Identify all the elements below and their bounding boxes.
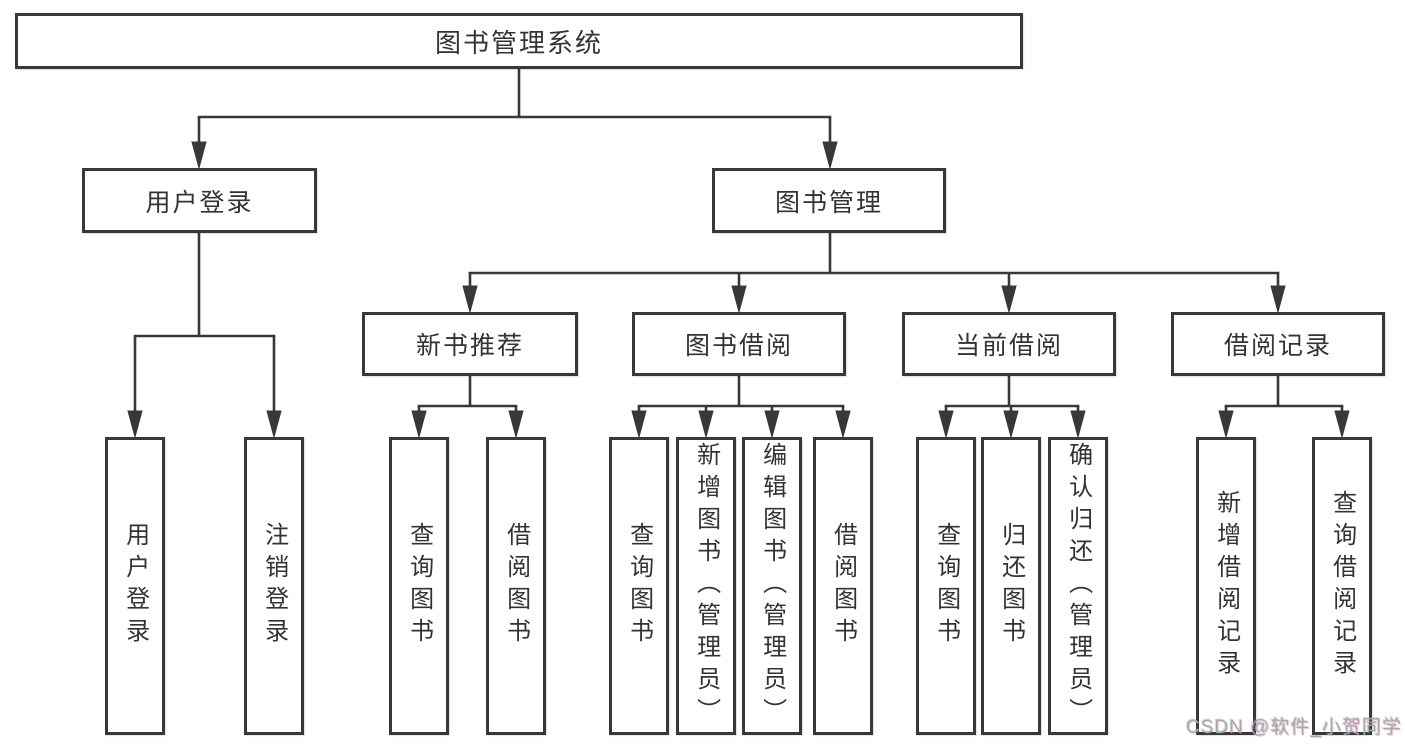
node-leaf-query-borrow-record: 查询借阅记录 xyxy=(1312,437,1372,735)
node-leaf-borrow-books-2-label: 借阅图书 xyxy=(829,522,857,650)
connector-root xyxy=(191,68,838,170)
node-leaf-borrow-books-1-label: 借阅图书 xyxy=(502,522,530,650)
node-book-management: 图书管理 xyxy=(712,168,946,233)
node-root: 图书管理系统 xyxy=(15,13,1023,69)
node-leaf-query-borrow-record-label: 查询借阅记录 xyxy=(1328,490,1356,682)
node-user-login: 用户登录 xyxy=(82,168,317,233)
node-leaf-logout: 注销登录 xyxy=(244,437,304,735)
node-new-book-recommendation: 新书推荐 xyxy=(362,312,578,376)
node-leaf-logout-label: 注销登录 xyxy=(260,522,288,650)
node-leaf-query-books-2-label: 查询图书 xyxy=(625,522,653,650)
node-leaf-add-book-admin: 新增图书（管理员） xyxy=(676,437,736,735)
connector-book-borrowing xyxy=(631,375,851,439)
node-leaf-query-books-3-label: 查询图书 xyxy=(932,522,960,650)
node-leaf-return-books: 归还图书 xyxy=(981,437,1041,735)
node-leaf-user-login-label: 用户登录 xyxy=(121,522,149,650)
node-leaf-borrow-books-2: 借阅图书 xyxy=(813,437,873,735)
node-book-borrowing: 图书借阅 xyxy=(632,312,846,376)
node-leaf-edit-book-admin: 编辑图书（管理员） xyxy=(742,437,802,735)
node-leaf-confirm-return-admin: 确认归还（管理员） xyxy=(1048,437,1108,735)
node-leaf-add-borrow-record-label: 新增借阅记录 xyxy=(1212,490,1240,682)
node-leaf-edit-book-admin-label: 编辑图书（管理员） xyxy=(758,442,786,730)
node-leaf-add-book-admin-label: 新增图书（管理员） xyxy=(692,442,720,730)
node-leaf-confirm-return-admin-label: 确认归还（管理员） xyxy=(1064,442,1092,730)
node-leaf-query-books-3: 查询图书 xyxy=(916,437,976,735)
connector-borrowing-records xyxy=(1218,375,1350,439)
node-leaf-add-borrow-record: 新增借阅记录 xyxy=(1196,437,1256,735)
watermark: CSDN @软件_小贺同学 xyxy=(1186,717,1402,738)
node-user-login-label: 用户登录 xyxy=(145,188,254,217)
connector-book-management xyxy=(462,232,1286,314)
node-root-label: 图书管理系统 xyxy=(434,27,603,58)
connector-user-login xyxy=(127,232,282,439)
node-new-book-recommendation-label: 新书推荐 xyxy=(415,332,524,360)
node-book-management-label: 图书管理 xyxy=(774,188,883,217)
node-borrowing-records: 借阅记录 xyxy=(1171,312,1385,376)
node-leaf-query-books-1-label: 查询图书 xyxy=(405,522,433,650)
node-leaf-user-login: 用户登录 xyxy=(105,437,165,735)
connector-new-book-recommendation xyxy=(411,375,524,439)
node-book-borrowing-label: 图书借阅 xyxy=(684,332,793,360)
node-current-borrowing: 当前借阅 xyxy=(902,312,1116,376)
node-leaf-borrow-books-1: 借阅图书 xyxy=(486,437,546,735)
connector-current-borrowing xyxy=(938,375,1086,439)
node-current-borrowing-label: 当前借阅 xyxy=(954,332,1063,360)
node-leaf-query-books-2: 查询图书 xyxy=(609,437,669,735)
node-leaf-query-books-1: 查询图书 xyxy=(389,437,449,735)
node-borrowing-records-label: 借阅记录 xyxy=(1223,332,1332,360)
node-leaf-return-books-label: 归还图书 xyxy=(997,522,1025,650)
